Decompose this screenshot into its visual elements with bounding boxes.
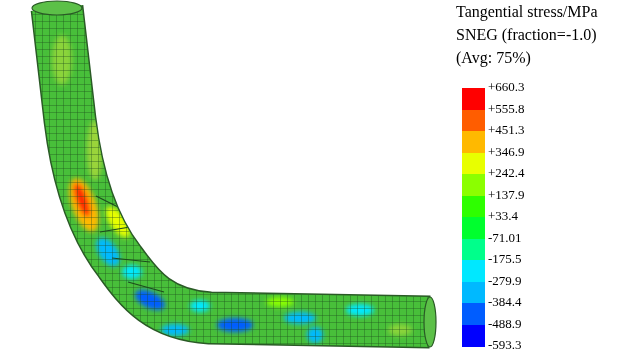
legend-swatch: [462, 303, 485, 325]
legend-value: +137.9: [488, 188, 525, 203]
legend-swatch: [462, 88, 485, 110]
legend-value: +555.8: [488, 102, 525, 117]
legend-subtitle: SNEG (fraction=-1.0): [456, 26, 597, 44]
legend-value: -71.01: [488, 231, 522, 246]
legend-value: +346.9: [488, 145, 525, 160]
legend-swatch: [462, 217, 485, 239]
legend-subtitle: (Avg: 75%): [456, 49, 531, 67]
tube-end-top: [32, 1, 82, 15]
legend-value: +451.3: [488, 123, 525, 138]
legend-swatch: [462, 282, 485, 304]
legend-swatch: [462, 174, 485, 196]
legend-value: -593.3: [488, 338, 522, 353]
legend-value: -488.9: [488, 317, 522, 332]
mesh-grid: [57, 8, 430, 322]
tube-outline: [57, 8, 430, 322]
legend-title: Tangential stress/MPa: [456, 3, 598, 21]
legend-value: +242.4: [488, 166, 525, 181]
legend-swatch: [462, 325, 485, 347]
tube-body: [57, 8, 430, 322]
legend-value: +33.4: [488, 209, 518, 224]
legend-value: +660.3: [488, 80, 525, 95]
legend-swatch: [462, 110, 485, 132]
legend-swatch: [462, 196, 485, 218]
legend-value: -175.5: [488, 252, 522, 267]
legend-swatch: [462, 153, 485, 175]
legend-swatch: [462, 239, 485, 261]
tube-end-right: [424, 297, 436, 347]
legend-swatch: [462, 260, 485, 282]
legend-swatch: [462, 131, 485, 153]
legend-value: -279.9: [488, 274, 522, 289]
legend-value: -384.4: [488, 295, 522, 310]
